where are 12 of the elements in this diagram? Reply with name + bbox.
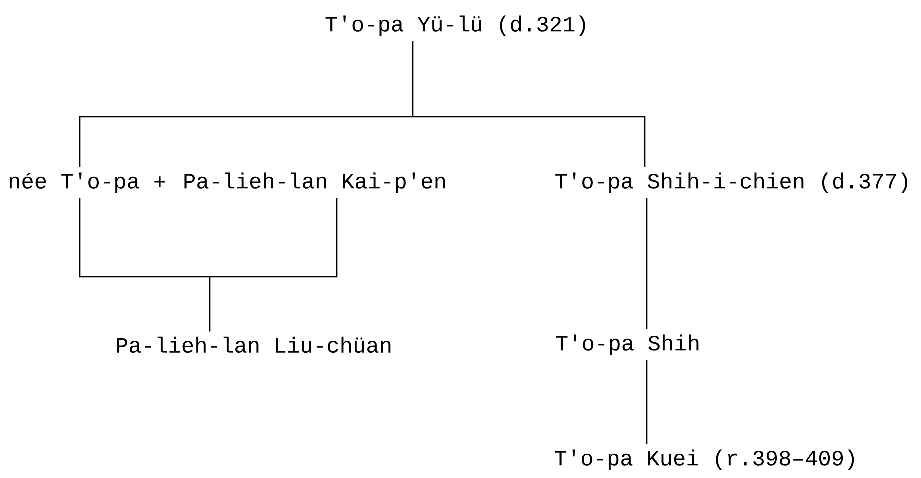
- person-name: T'o-pa Shih-i-chien (d.377): [556, 172, 908, 194]
- person-name: Pa-lieh-lan Kai-p'en: [184, 172, 446, 194]
- person-name: T'o-pa Shih: [556, 334, 699, 356]
- person-name: T'o-pa Kuei (r.398–409): [555, 450, 854, 470]
- marriage-sign: +: [154, 176, 166, 188]
- family-line: [79, 40, 646, 168]
- person-name: née T'o-pa: [10, 172, 140, 194]
- person-name: Pa-lieh-lan Liu-chüan: [117, 336, 391, 354]
- family-line: [646, 198, 648, 330]
- family-line: [646, 360, 648, 445]
- person-name: T'o-pa Yü-lü (d.321): [326, 16, 586, 36]
- family-line: [79, 198, 338, 332]
